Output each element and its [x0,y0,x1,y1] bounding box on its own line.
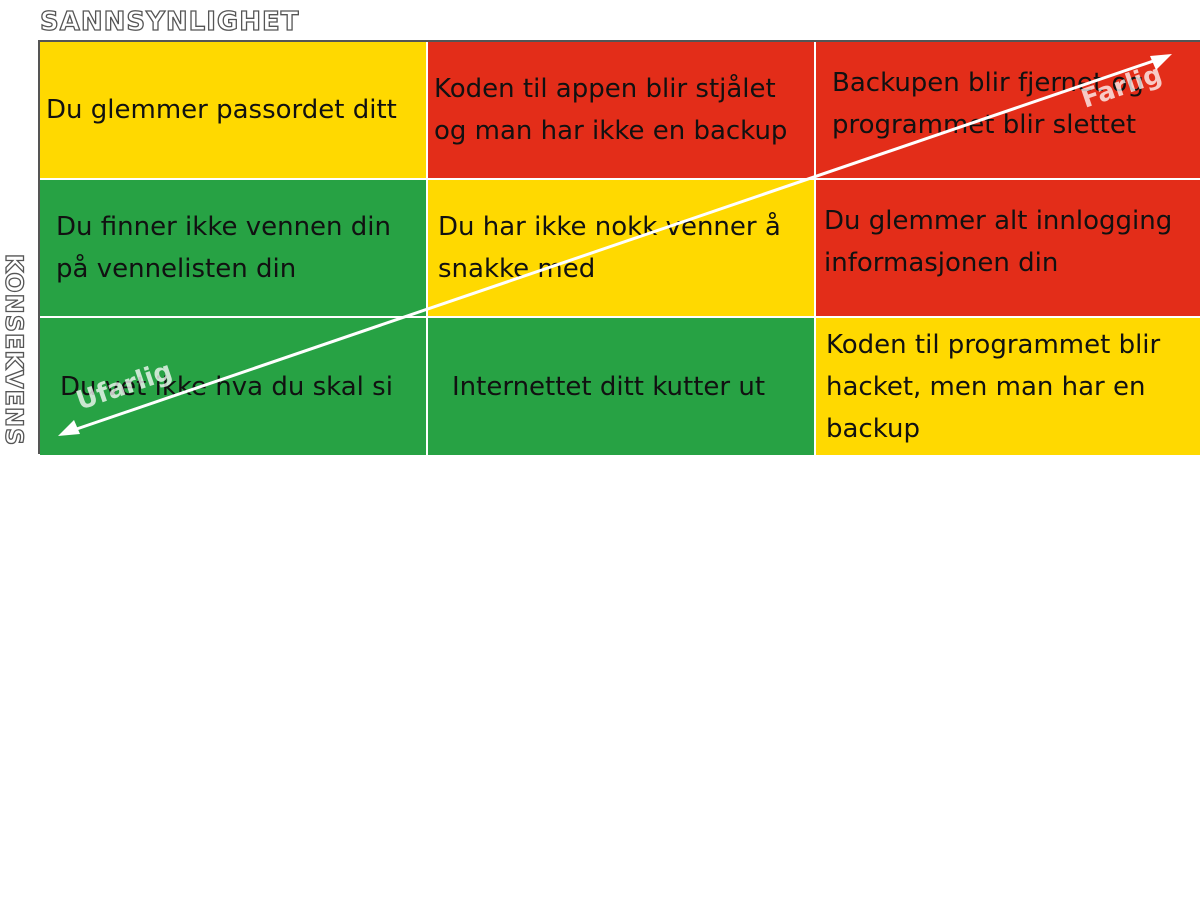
risk-cell-r2-c3: Du glemmer alt innlogging informasjonen … [816,180,1200,316]
y-axis-line [38,40,40,454]
risk-cell-text: Internettet ditt kutter ut [452,371,766,402]
risk-cell-r1-c2: Koden til appen blir stjålet og man har … [428,42,814,178]
risk-cell-r1-c1: Du glemmer passordet ditt [40,42,426,178]
risk-cell-text: Du vet ikke hva du skal si [60,371,393,402]
x-axis-label: SANNSYNLIGHET [39,6,300,37]
risk-cell-text: Du glemmer passordet ditt [46,95,397,125]
risk-cell-text: Du har ikke nokk venner å snakke med [438,212,781,284]
x-axis-line [38,40,1200,42]
risk-cell-r3-c3: Koden til programmet blir hacket, men ma… [816,318,1200,455]
risk-cell-r2-c1: Du finner ikke vennen din på vennelisten… [40,180,426,316]
risk-cell-r3-c2: Internettet ditt kutter ut [428,318,814,455]
risk-cell-r2-c2: Du har ikke nokk venner å snakke med [428,180,814,316]
risk-cell-text: Backupen blir fjernet og programmet blir… [832,68,1144,140]
risk-cell-r3-c1: Du vet ikke hva du skal si [40,318,426,455]
risk-cell-text: Koden til appen blir stjålet og man har … [434,74,788,146]
risk-cell-text: Du glemmer alt innlogging informasjonen … [824,206,1173,278]
risk-matrix: Du glemmer passordet ditt Koden til appe… [40,42,1200,455]
risk-cell-text: Koden til programmet blir hacket, men ma… [826,329,1161,444]
y-axis-label-text: KONSEKVENS [0,253,29,447]
risk-cell-r1-c3: Backupen blir fjernet og programmet blir… [816,42,1200,178]
risk-cell-text: Du finner ikke vennen din på vennelisten… [56,212,392,284]
